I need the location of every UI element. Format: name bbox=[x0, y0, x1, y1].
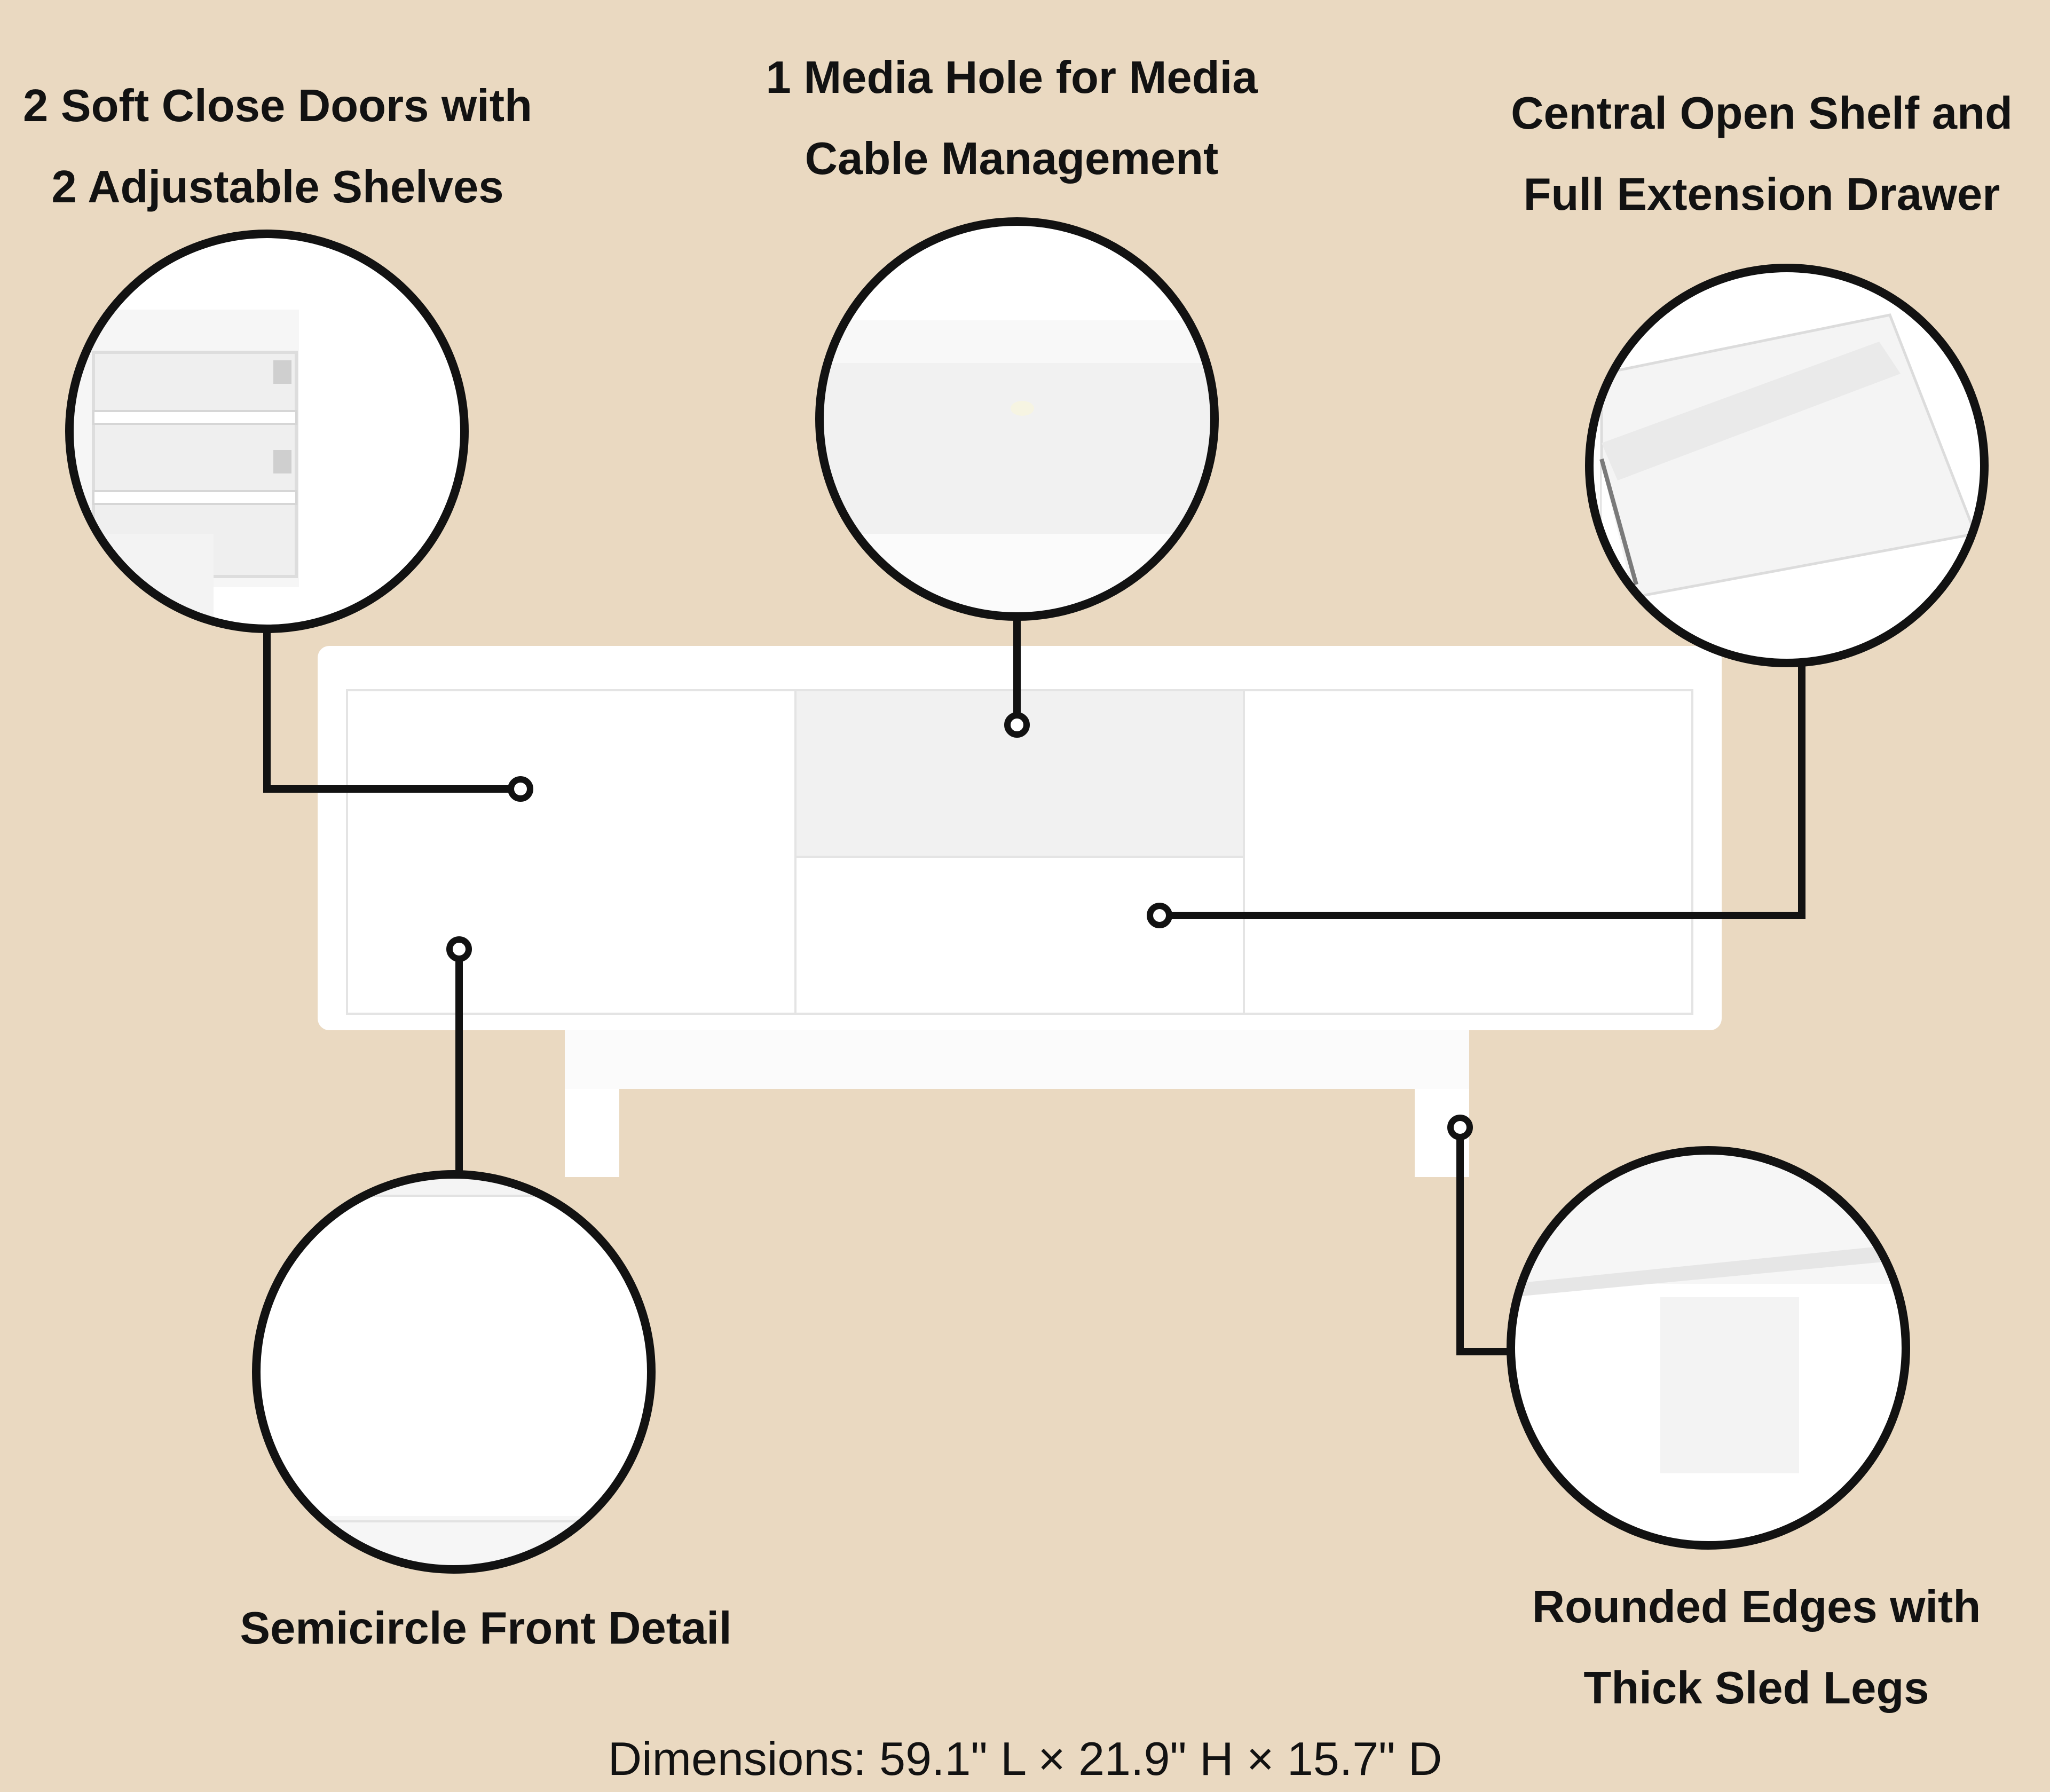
feature-label-line: Central Open Shelf and bbox=[1511, 88, 2013, 139]
stand-leg-bar bbox=[565, 1030, 1469, 1089]
central-connector bbox=[1169, 663, 1805, 919]
callout-dots bbox=[446, 712, 1473, 1140]
detail-circle-ring bbox=[1507, 1146, 1910, 1550]
feature-label-central: Central Open Shelf and Full Extension Dr… bbox=[1489, 73, 2034, 235]
feature-label-rounded: Rounded Edges with Thick Sled Legs bbox=[1484, 1567, 2029, 1729]
detail-circle-ring bbox=[252, 1170, 656, 1574]
feature-label-line: 2 Adjustable Shelves bbox=[51, 162, 504, 212]
feature-label-line: Thick Sled Legs bbox=[1583, 1663, 1929, 1714]
dimensions-text: Dimensions: 59.1" L × 21.9" H × 15.7" D bbox=[608, 1732, 1442, 1785]
media-marker bbox=[1004, 712, 1030, 738]
detail-doors-shelves bbox=[65, 230, 469, 633]
tv-stand bbox=[318, 646, 1722, 1177]
feature-label-semicircle: Semicircle Front Detail bbox=[214, 1588, 758, 1669]
doors-marker bbox=[508, 776, 533, 802]
feature-label-line: Semicircle Front Detail bbox=[240, 1603, 732, 1654]
detail-circle-ring bbox=[1585, 264, 1989, 667]
drawer bbox=[794, 856, 1245, 1015]
callout-lines bbox=[263, 617, 1805, 1355]
feature-label-line: Rounded Edges with bbox=[1532, 1582, 1981, 1632]
detail-shelf-drawer bbox=[1585, 264, 1989, 667]
rounded-marker bbox=[1447, 1115, 1473, 1140]
detail-semicircle-front bbox=[252, 1170, 656, 1574]
feature-label-line: 1 Media Hole for Media bbox=[766, 52, 1258, 103]
detail-rounded-edges bbox=[1507, 1146, 1910, 1550]
left-door bbox=[346, 689, 797, 1015]
feature-label-line: Cable Management bbox=[805, 133, 1219, 184]
detail-circle-ring bbox=[65, 230, 469, 633]
detail-media-hole bbox=[815, 217, 1219, 621]
semicircle-marker bbox=[446, 936, 472, 962]
feature-label-media: 1 Media Hole for Media Cable Management bbox=[739, 37, 1284, 200]
right-door bbox=[1243, 689, 1693, 1015]
feature-label-line: Full Extension Drawer bbox=[1523, 169, 2000, 220]
detail-circle-ring bbox=[815, 217, 1219, 621]
central-marker bbox=[1147, 903, 1172, 928]
doors-connector bbox=[263, 629, 521, 793]
rounded-connector bbox=[1456, 1126, 1511, 1355]
feature-label-doors: 2 Soft Close Doors with 2 Adjustable She… bbox=[5, 66, 550, 228]
feature-label-line: 2 Soft Close Doors with bbox=[23, 81, 532, 131]
